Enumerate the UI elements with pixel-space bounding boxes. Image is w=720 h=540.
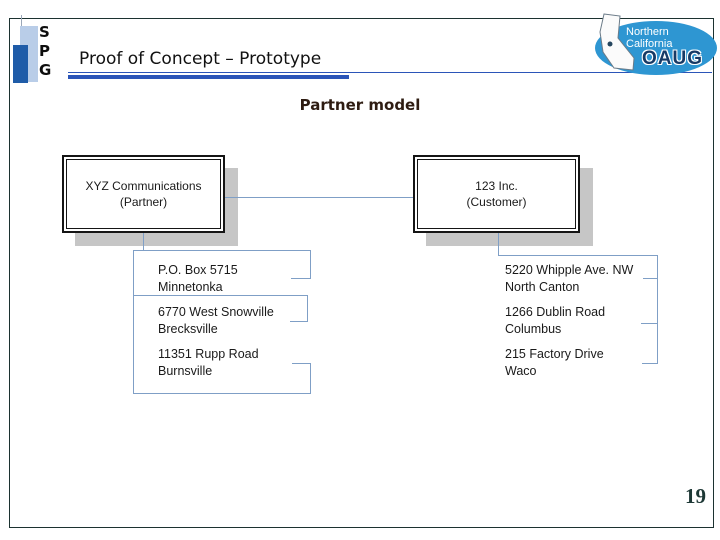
spg-letter-s: S <box>39 23 50 41</box>
partner-hook2-right <box>307 295 308 322</box>
partner-box-name: XYZ Communications <box>85 179 202 193</box>
oaug-region-text: Northern California <box>626 26 672 50</box>
address-line: Waco <box>505 364 537 378</box>
partner-bracket-bottom <box>133 393 311 394</box>
customer-box: 123 Inc. (Customer) <box>413 155 580 233</box>
slide-title: Proof of Concept – Prototype <box>79 49 322 69</box>
partner-hook2-bottom <box>290 321 308 322</box>
partner-box-inner: XYZ Communications (Partner) <box>66 159 221 229</box>
page-number: 19 <box>685 484 706 508</box>
partner-address-3: 11351 Rupp Road Burnsville <box>158 346 259 380</box>
customer-box-inner: 123 Inc. (Customer) <box>417 159 576 229</box>
title-rule-thick <box>68 75 349 79</box>
partner-hook3-top <box>292 363 311 364</box>
customer-bracket-top <box>498 255 658 256</box>
partner-customer-connector-line <box>225 197 413 198</box>
address-line: 215 Factory Drive <box>505 347 604 361</box>
address-line: Burnsville <box>158 364 213 378</box>
customer-tick3 <box>642 363 658 364</box>
partner-trunk-line <box>143 233 144 251</box>
customer-tick2 <box>641 323 658 324</box>
diagram-heading: Partner model <box>299 96 421 114</box>
partner-hook1-bottom <box>291 278 311 279</box>
address-line: 1266 Dublin Road <box>505 305 606 319</box>
partner-bracket-top <box>133 250 311 251</box>
partner-hook3-right <box>310 363 311 394</box>
address-line: North Canton <box>505 280 580 294</box>
address-line: Brecksville <box>158 322 218 336</box>
address-line: 11351 Rupp Road <box>158 347 259 361</box>
customer-address-1: 5220 Whipple Ave. NW North Canton <box>505 262 633 296</box>
customer-box-role: (Customer) <box>466 195 527 209</box>
oaug-logo: Northern California OAUG <box>590 12 720 80</box>
spg-logo-dark-bar <box>13 45 28 83</box>
slide-border <box>9 18 714 528</box>
address-line: P.O. Box 5715 <box>158 263 238 277</box>
spg-letter-p: P <box>39 42 50 60</box>
address-line: Minnetonka <box>158 280 223 294</box>
partner-box-role: (Partner) <box>119 195 168 209</box>
partner-address-1: P.O. Box 5715 Minnetonka <box>158 262 238 296</box>
address-line: 6770 West Snowville <box>158 305 274 319</box>
customer-tick1 <box>643 278 658 279</box>
address-line: 5220 Whipple Ave. NW <box>505 263 634 277</box>
oaug-california-line: California <box>626 38 673 50</box>
title-rule-thin <box>68 72 712 73</box>
customer-address-3: 215 Factory Drive Waco <box>505 346 604 380</box>
partner-divider-line <box>133 295 308 296</box>
spg-letter-g: G <box>39 61 52 79</box>
partner-box: XYZ Communications (Partner) <box>62 155 225 233</box>
customer-box-name: 123 Inc. <box>475 179 518 193</box>
partner-address-2: 6770 West Snowville Brecksville <box>158 304 274 338</box>
partner-hook1-right <box>310 250 311 279</box>
partner-bracket-left <box>133 250 134 394</box>
customer-trunk-line <box>498 233 499 256</box>
spg-logo-letters: S P G <box>39 23 59 80</box>
oaug-northern-line: Northern <box>626 26 669 38</box>
customer-address-2: 1266 Dublin Road Columbus <box>505 304 605 338</box>
oaug-wordmark: OAUG <box>642 48 703 69</box>
address-line: Columbus <box>505 322 562 336</box>
oaug-logo-graphic <box>595 13 717 75</box>
customer-bracket-right <box>657 255 658 364</box>
